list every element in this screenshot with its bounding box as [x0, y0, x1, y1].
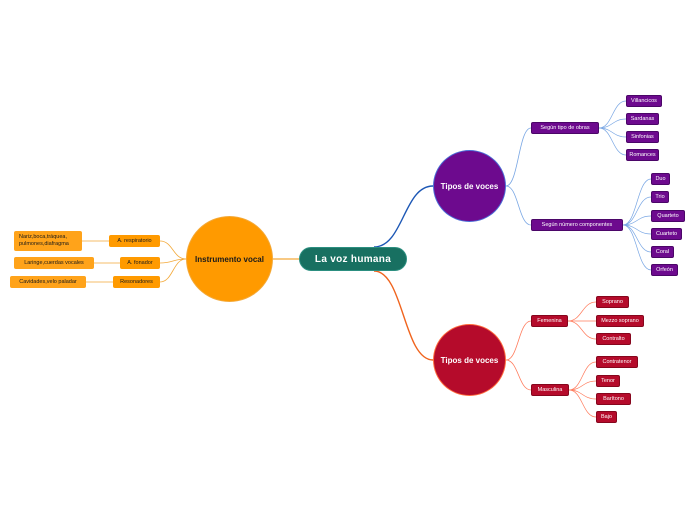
root-node[interactable]: La voz humana	[299, 247, 407, 271]
a-fonador-node[interactable]: A. fonador	[120, 257, 160, 269]
root-label: La voz humana	[314, 253, 392, 265]
tipos-voces-node-upper[interactable]: Tipos de voces	[433, 150, 506, 222]
leaf-contratenor[interactable]: Contratenor	[596, 356, 638, 368]
leaf-cuarteto[interactable]: Cuarteto	[651, 228, 682, 240]
leaf-soprano[interactable]: Soprano	[596, 296, 629, 308]
a-respiratorio-node[interactable]: A. respiratorio	[109, 235, 160, 247]
leaf-duo[interactable]: Duo	[651, 173, 670, 185]
link-obras-leaf-2	[598, 127, 627, 138]
leaf-sinfonias[interactable]: Sinfonias	[626, 131, 659, 143]
femenina-node[interactable]: Femenina	[531, 315, 568, 327]
link-masculina-leaf-3	[568, 389, 597, 418]
link-obras-leaf-3	[598, 127, 627, 156]
link-masculina-leaf-2	[568, 389, 597, 400]
leaf-coral[interactable]: Coral	[651, 246, 674, 258]
leaf-contralto[interactable]: Contralto	[596, 333, 631, 345]
link-inst-respiratorio	[159, 240, 187, 260]
resonadores-label: Resonadores	[120, 279, 153, 285]
leaf-quarteto[interactable]: Quarteto	[651, 210, 685, 222]
leaf-trio[interactable]: Trio	[651, 191, 669, 203]
segun-tipo-obras-label: Según tipo de obras	[540, 125, 590, 131]
link-femenina-leaf-0	[567, 301, 597, 322]
link-tipos-obras	[505, 127, 532, 187]
link-root-tipos-upper	[373, 185, 434, 248]
link-tipos-componentes	[505, 185, 532, 226]
leaf-fonador[interactable]: Laringe,cuerdas vocales	[14, 257, 94, 269]
link-femenina-leaf-2	[567, 320, 597, 340]
link-componentes-leaf-0	[622, 178, 652, 226]
tipos-voces-node-lower[interactable]: Tipos de voces	[433, 324, 506, 396]
a-fonador-label: A. fonador	[127, 260, 153, 266]
femenina-label: Femenina	[537, 318, 562, 324]
segun-numero-componentes-label: Según número componentes	[541, 222, 613, 228]
leaf-resonadores[interactable]: Cavidades,velo paladar	[10, 276, 86, 288]
instrumento-vocal-label: Instrumento vocal	[195, 254, 264, 264]
link-componentes-leaf-2	[622, 215, 652, 226]
link-inst-resonadores	[159, 258, 187, 283]
link-tipos-femenina	[505, 320, 532, 361]
link-masculina-leaf-1	[568, 380, 597, 391]
instrumento-vocal-node[interactable]: Instrumento vocal	[186, 216, 273, 302]
tipos-voces-label-lower: Tipos de voces	[440, 355, 499, 365]
leaf-mezzo-soprano[interactable]: Mezzo soprano	[596, 315, 644, 327]
leaf-baritono[interactable]: Barítono	[596, 393, 631, 405]
resonadores-node[interactable]: Resonadores	[113, 276, 160, 288]
masculina-node[interactable]: Masculina	[531, 384, 569, 396]
leaf-tenor[interactable]: Tenor	[596, 375, 620, 387]
leaf-romances[interactable]: Romances	[626, 149, 659, 161]
leaf-sardanas[interactable]: Sardanas	[626, 113, 659, 125]
leaf-respiratorio[interactable]: Nariz,boca,tráquea, pulmones,diafragma	[14, 231, 82, 251]
link-tipos-masculina	[505, 359, 532, 391]
link-componentes-leaf-1	[622, 196, 652, 226]
link-componentes-leaf-5	[622, 224, 652, 271]
masculina-label: Masculina	[537, 387, 563, 393]
leaf-orfeon[interactable]: Orfeón	[651, 264, 678, 276]
segun-tipo-obras-node[interactable]: Según tipo de obras	[531, 122, 599, 134]
segun-numero-componentes-node[interactable]: Según número componentes	[531, 219, 623, 231]
leaf-bajo[interactable]: Bajo	[596, 411, 617, 423]
leaf-villancicos[interactable]: Villancicos	[626, 95, 662, 107]
link-obras-leaf-1	[598, 118, 627, 129]
a-respiratorio-label: A. respiratorio	[117, 238, 152, 244]
link-root-tipos-lower	[373, 270, 434, 361]
link-masculina-leaf-0	[568, 361, 597, 391]
tipos-voces-label-upper: Tipos de voces	[440, 181, 499, 191]
link-obras-leaf-0	[598, 100, 627, 129]
